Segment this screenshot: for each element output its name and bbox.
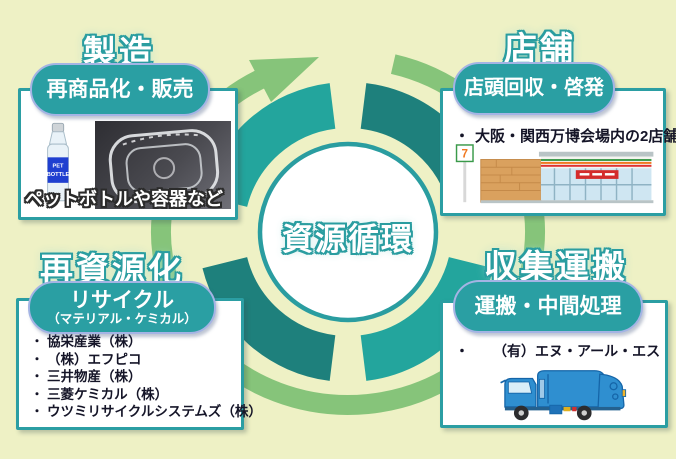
pet-bottle-icon: PET BOTTLE [47,122,70,202]
store-bullet: ・ 大阪・関西万博会場内の2店舗 [454,128,676,145]
clear-tray-icon [108,129,220,204]
recycling-pill: リサイクル （マテリアル・ケミカル） [28,281,216,334]
list-item: ・ 三菱ケミカル（株） [30,386,169,402]
store-base [480,200,654,204]
ring-segment-bottom-left [202,256,336,381]
manufacturing-pill: 再商品化・販売 [30,63,210,116]
svg-text:BOTTLE: BOTTLE [47,172,70,178]
seven-eleven-sign-icon [455,144,474,163]
store-pill: 店頭回収・啓発 [453,62,615,115]
list-item: ・ 三井物産（株） [30,369,142,385]
title-collection: 収集運搬 [484,248,628,285]
container-photo [95,121,231,209]
store-roof [538,151,654,157]
list-item: ・ ウツミリサイクルシステムズ（株） [30,404,262,420]
collection-pill: 運搬・中間処理 [453,280,643,333]
svg-text:7: 7 [462,148,468,161]
store-sign-pole [463,153,467,203]
list-item: ・ （株）エフピコ [30,351,142,367]
ring-segment-bottom-right [360,256,494,381]
list-item: ・ 協栄産業（株） [30,334,142,349]
manufacturing-caption: ペットボトルや容器など [25,189,223,209]
store-illustration: 7 [455,144,654,204]
cycle-arrowhead-icon [249,57,319,102]
collection-bullet: ・ （有）エヌ・アール・エス [455,343,661,359]
store-brick-wall [480,159,542,203]
title-store: 店舗 [504,30,576,67]
center-circle [257,141,439,323]
center-label: 資源循環 [282,222,414,257]
svg-text:PET: PET [52,164,64,170]
garbage-truck-icon [500,370,627,421]
recycling-company-list: ・ 協栄産業（株） ・ （株）エフピコ ・ 三井物産（株） ・ 三菱ケミカル（株… [27,333,262,421]
